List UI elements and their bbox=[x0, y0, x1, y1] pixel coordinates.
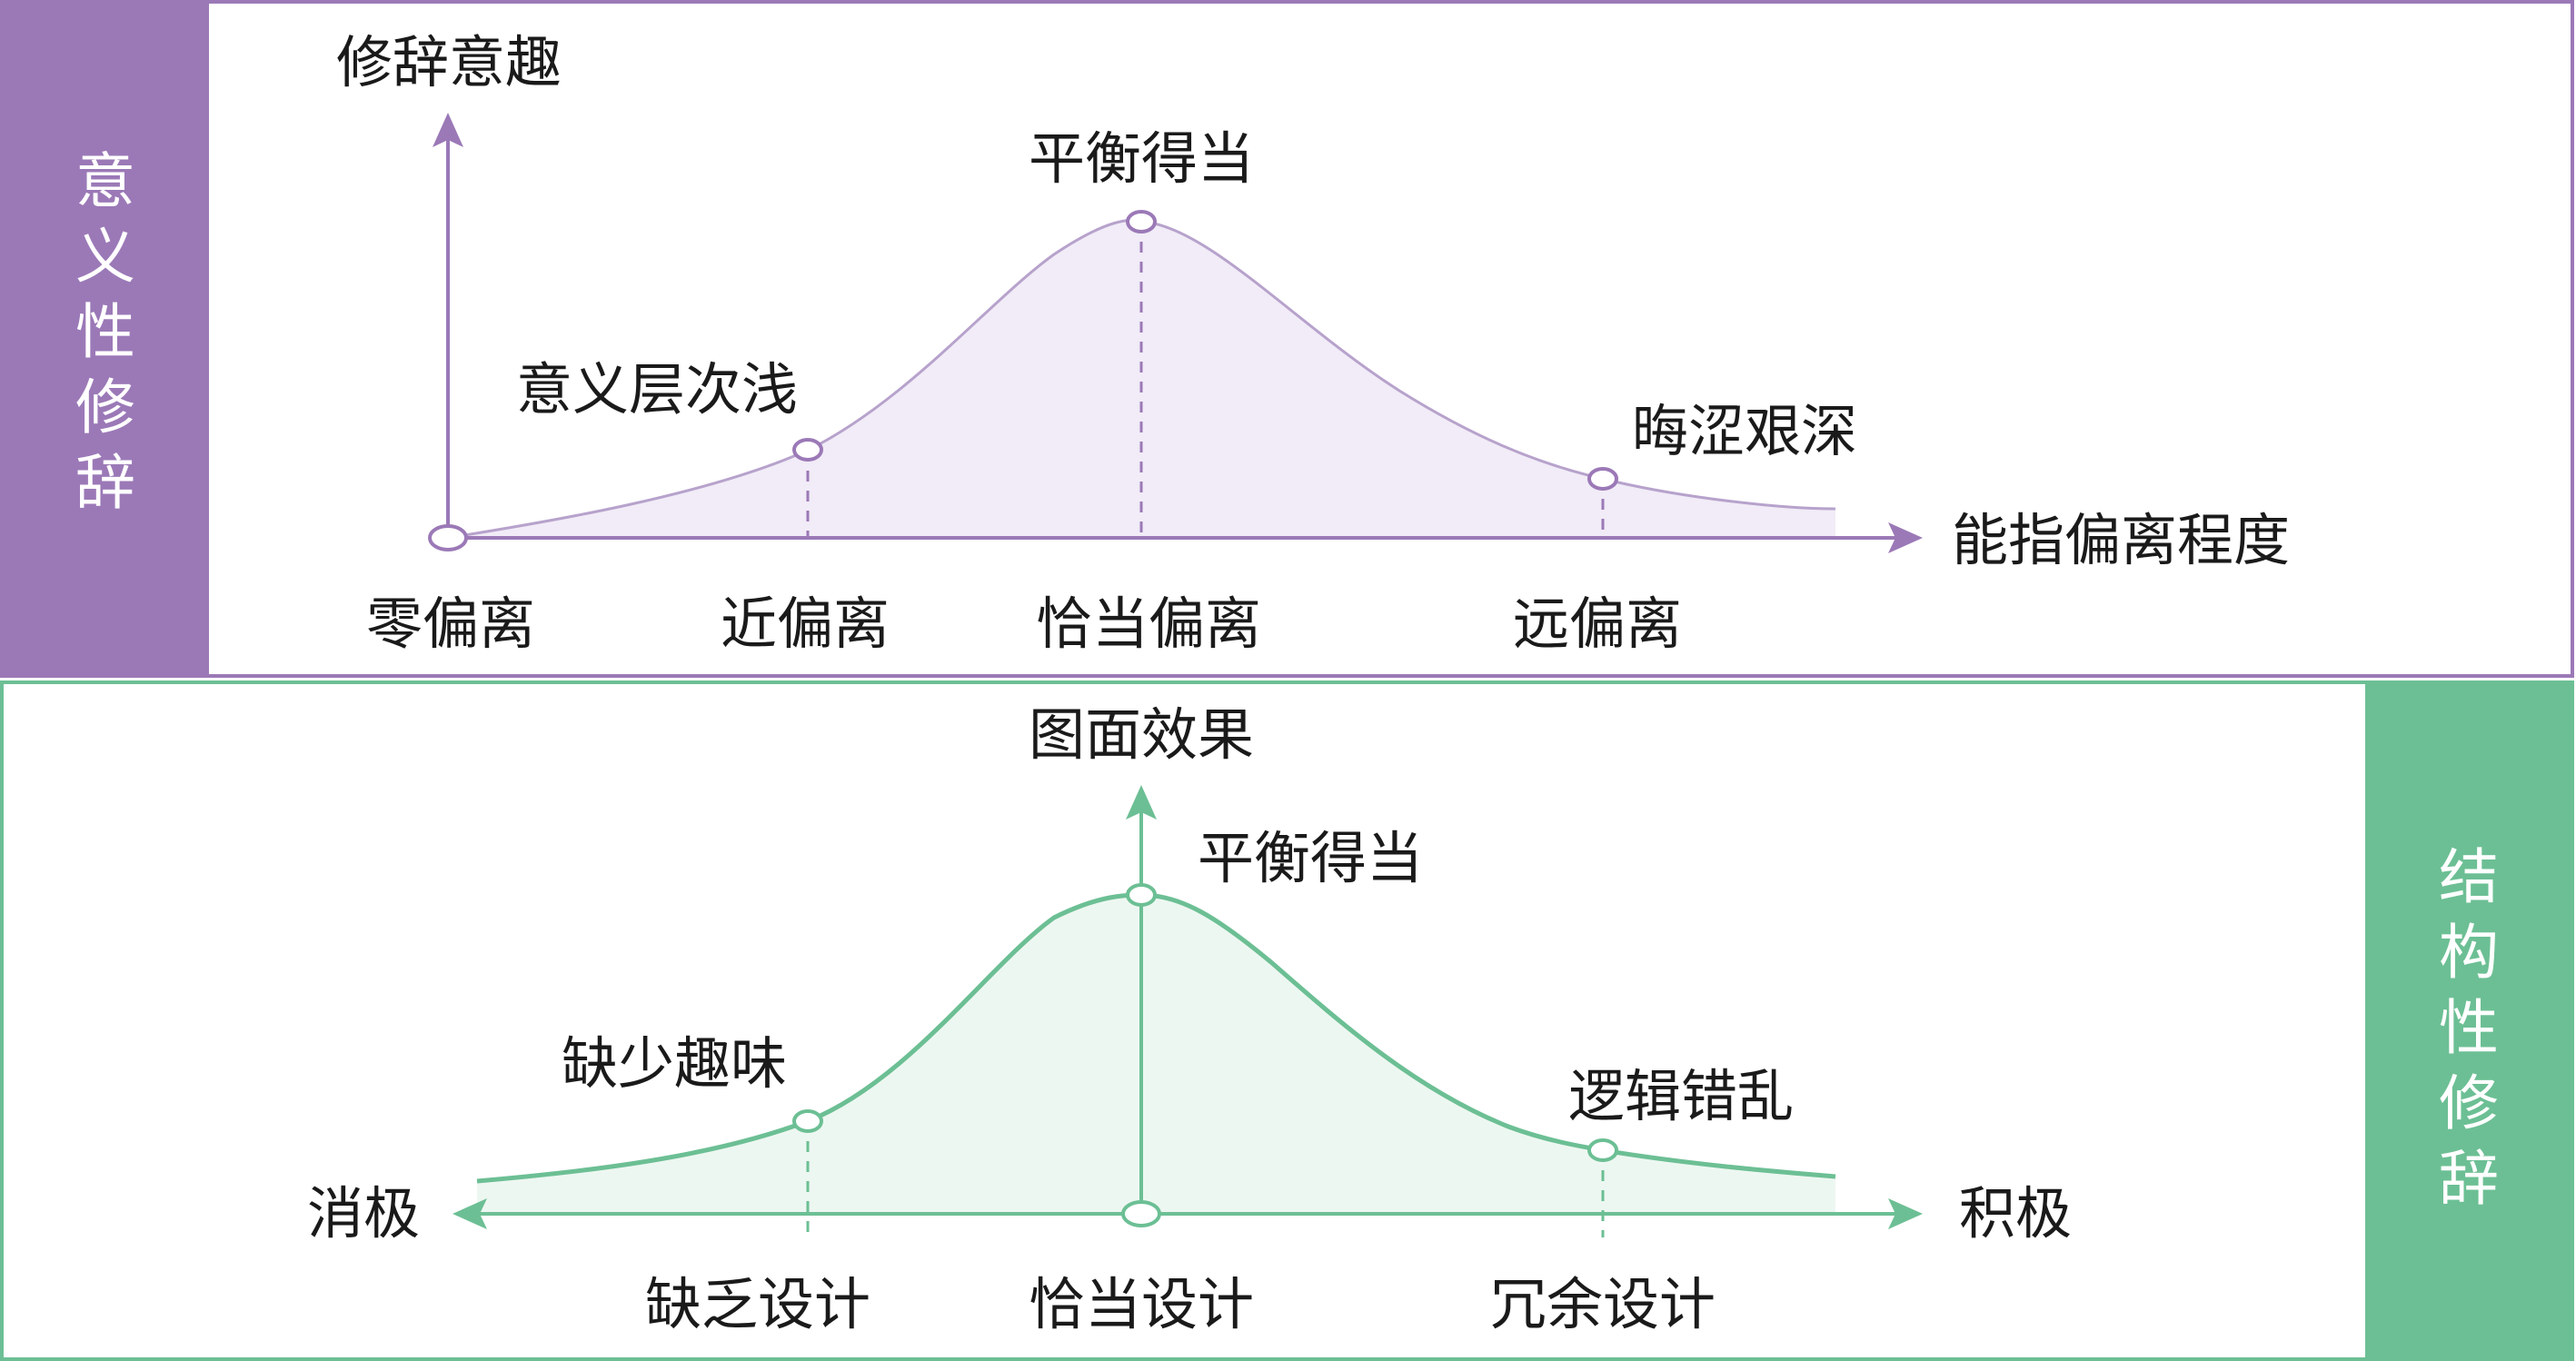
bottom-peak-label: 平衡得当 bbox=[1198, 825, 1423, 891]
top-side-bar bbox=[2, 2, 209, 676]
bottom-side-char: 性 bbox=[2439, 993, 2499, 1063]
top-curve-fill bbox=[448, 220, 1835, 538]
top-left-point-label: 意义层次浅 bbox=[516, 356, 798, 422]
bottom-point-peak bbox=[1126, 883, 1157, 907]
top-peak-label: 平衡得当 bbox=[1029, 125, 1254, 192]
top-panel: 意 义 性 修 辞 修辞意趣 能指偏离程度 平衡得当 意义层次浅 晦涩艰深 零偏… bbox=[0, 0, 2574, 678]
top-y-arrowhead bbox=[433, 113, 463, 147]
bottom-y-arrowhead bbox=[1126, 785, 1157, 820]
bottom-side-char: 结 bbox=[2439, 842, 2499, 912]
top-side-char: 辞 bbox=[75, 448, 135, 518]
bottom-left-arrowhead bbox=[453, 1198, 487, 1229]
bottom-right-point-label: 逻辑错乱 bbox=[1568, 1063, 1794, 1129]
top-side-char: 义 bbox=[75, 222, 135, 292]
top-point-origin bbox=[428, 524, 468, 551]
top-point-far bbox=[1587, 467, 1618, 491]
bottom-y-axis-label: 图面效果 bbox=[1029, 701, 1254, 768]
top-point-near bbox=[792, 438, 823, 462]
top-side-char: 性 bbox=[75, 297, 135, 367]
bottom-tick-label: 恰当设计 bbox=[1029, 1271, 1254, 1337]
bottom-point-right bbox=[1587, 1138, 1618, 1162]
bottom-panel: 结 构 性 修 辞 图面效果 消极 积极 平衡得当 缺少趣味 逻辑错乱 缺乏设计 bbox=[0, 680, 2574, 1361]
bottom-point-left bbox=[792, 1109, 823, 1133]
top-tick-label: 近偏离 bbox=[721, 591, 890, 657]
bottom-left-point-label: 缺少趣味 bbox=[562, 1030, 787, 1097]
top-x-arrowhead bbox=[1888, 522, 1923, 553]
bottom-side-char: 修 bbox=[2439, 1068, 2499, 1138]
bottom-side-label: 结 构 性 修 辞 bbox=[2439, 842, 2499, 1214]
top-side-label: 意 义 性 修 辞 bbox=[75, 146, 135, 518]
top-x-axis-label: 能指偏离程度 bbox=[1952, 507, 2290, 573]
bottom-side-char: 构 bbox=[2439, 918, 2499, 988]
top-side-char: 修 bbox=[75, 373, 135, 442]
bottom-side-bar bbox=[2365, 682, 2572, 1359]
top-right-point-label: 晦涩艰深 bbox=[1632, 398, 1857, 464]
top-tick-label: 远偏离 bbox=[1513, 591, 1682, 657]
top-y-axis-label: 修辞意趣 bbox=[336, 29, 562, 95]
bottom-tick-label: 冗余设计 bbox=[1490, 1271, 1716, 1337]
bottom-tick-label: 缺乏设计 bbox=[645, 1271, 870, 1337]
bottom-point-center bbox=[1121, 1200, 1161, 1227]
top-side-char: 意 bbox=[75, 146, 135, 216]
bottom-curve-fill bbox=[477, 895, 1835, 1214]
top-point-peak bbox=[1126, 210, 1157, 233]
top-tick-label: 恰当偏离 bbox=[1036, 591, 1261, 657]
bottom-left-axis-label: 消极 bbox=[307, 1180, 420, 1247]
bottom-right-axis-label: 积极 bbox=[1959, 1180, 2072, 1247]
bottom-side-char: 辞 bbox=[2439, 1144, 2499, 1214]
top-tick-label: 零偏离 bbox=[366, 591, 535, 657]
bottom-right-arrowhead bbox=[1888, 1198, 1923, 1229]
